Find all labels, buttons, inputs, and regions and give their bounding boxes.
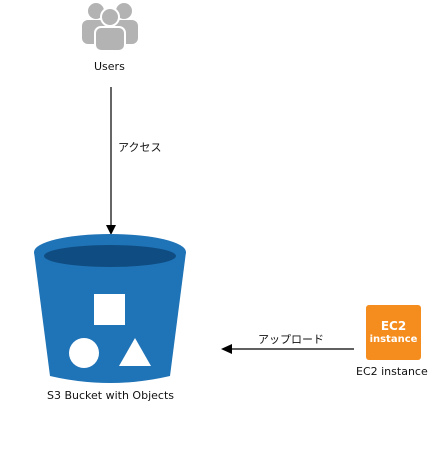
ec2-icon-text-line1: EC2 bbox=[380, 318, 407, 333]
s3-bucket-icon bbox=[34, 234, 186, 383]
upload-edge-label: アップロード bbox=[258, 333, 324, 346]
triangle-object-icon bbox=[119, 338, 151, 366]
users-label: Users bbox=[94, 60, 125, 73]
users-icon bbox=[82, 3, 138, 52]
circle-object-icon bbox=[69, 338, 99, 368]
access-edge-label: アクセス bbox=[118, 141, 162, 154]
ec2-icon-text-line2: instance bbox=[369, 333, 418, 345]
ec2-instance-icon: EC2 instance bbox=[366, 305, 421, 360]
ec2-label: EC2 instance bbox=[356, 365, 428, 378]
access-arrow bbox=[106, 87, 116, 235]
bucket-label: S3 Bucket with Objects bbox=[47, 389, 174, 402]
upload-arrow bbox=[221, 344, 354, 354]
square-object-icon bbox=[94, 294, 125, 325]
